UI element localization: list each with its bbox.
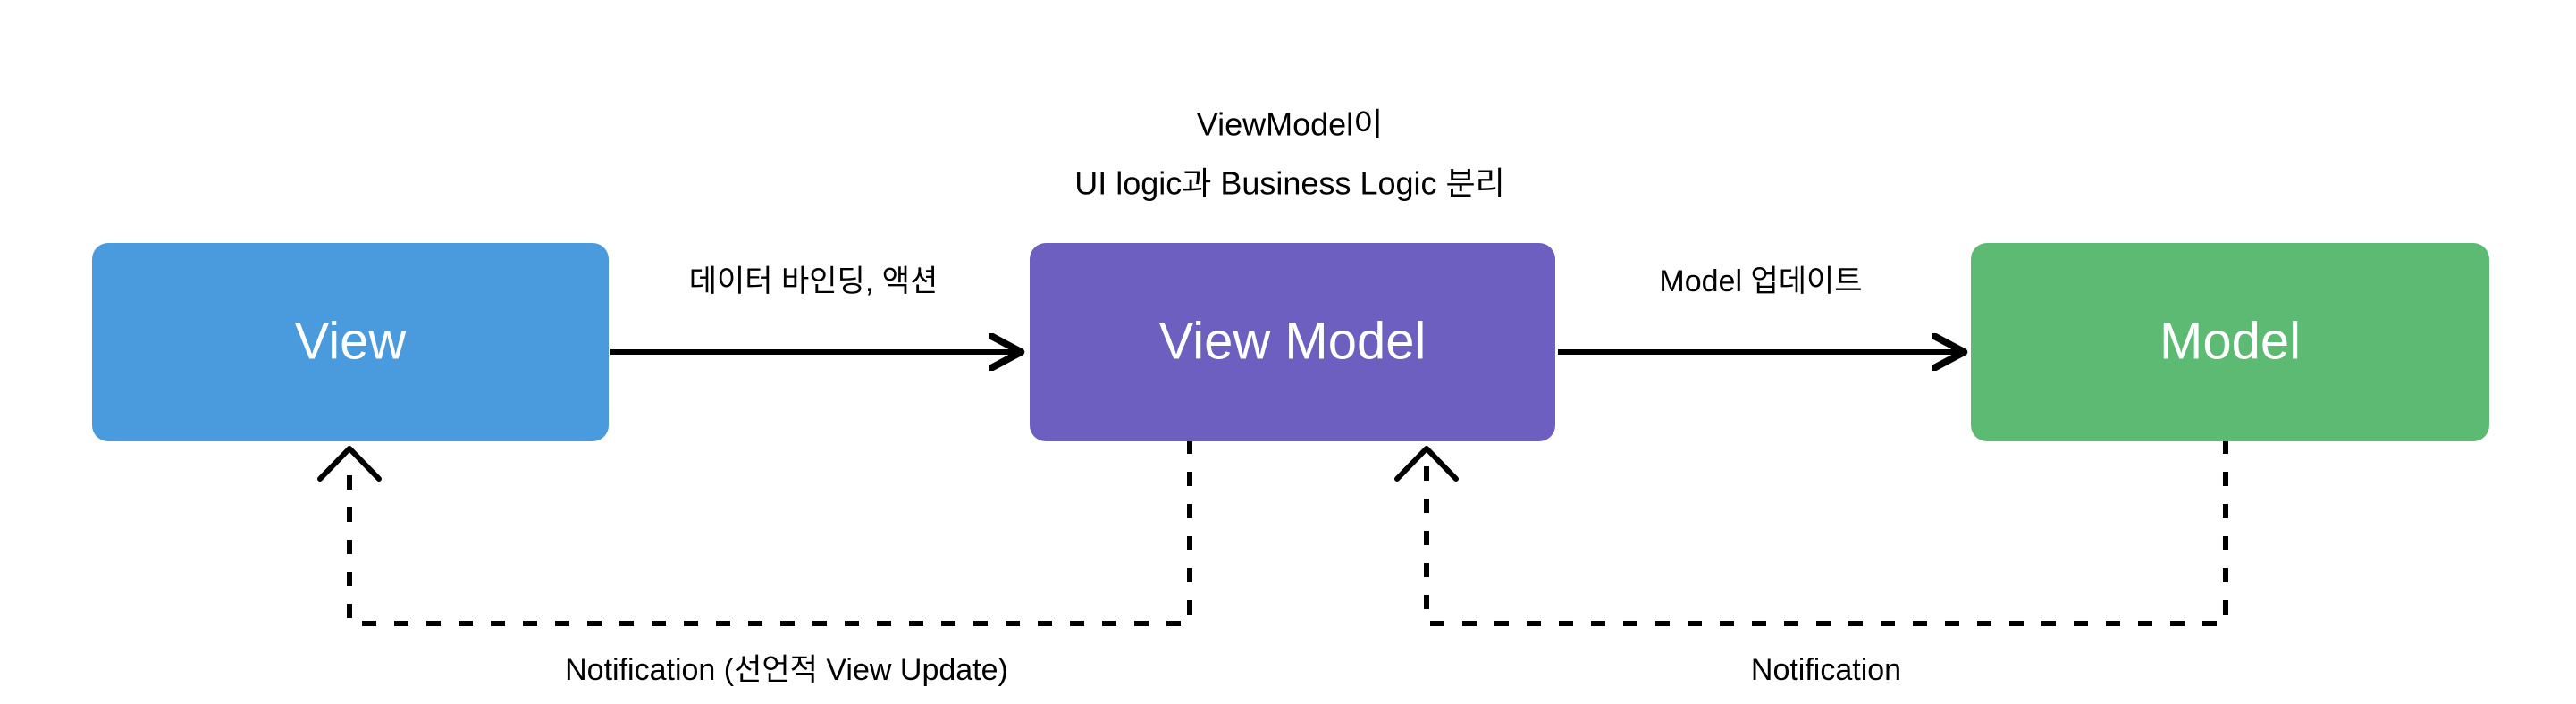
node-viewmodel[interactable]: View Model: [1030, 243, 1555, 441]
node-viewmodel-label: View Model: [1159, 312, 1427, 370]
feedback-arrowhead-viewmodel: [1394, 446, 1459, 482]
flow-arrow-label-databinding: 데이터 바인딩, 액션: [689, 264, 939, 298]
node-view-box[interactable]: [92, 243, 609, 441]
node-model-label: Model: [2159, 312, 2301, 370]
feedback-label-notification-view: Notification (선언적 View Update): [565, 653, 1008, 687]
caption-line-2: UI logic과 Business Logic 분리: [1074, 165, 1505, 202]
feedback-arrowhead-view: [317, 446, 382, 482]
caption-line-1: ViewModel이: [1197, 106, 1384, 143]
feedback-path-viewmodel-to-view: [317, 440, 1192, 626]
node-view-label: View: [295, 312, 408, 370]
node-model[interactable]: Model: [1971, 243, 2489, 441]
node-model-box[interactable]: [1971, 243, 2489, 441]
feedback-path-model-to-viewmodel: [1394, 440, 2228, 626]
feedback-label-notification-viewmodel: Notification: [1751, 653, 1901, 687]
feedback-path-line: [1424, 440, 2228, 626]
node-viewmodel-box[interactable]: [1030, 243, 1555, 441]
flow-arrow-viewmodel-to-model: Model 업데이트: [1558, 264, 1962, 352]
viewmodel-caption: ViewModel이 UI logic과 Business Logic 분리: [1074, 106, 1505, 202]
feedback-path-line: [347, 440, 1192, 626]
flow-arrow-view-to-viewmodel: 데이터 바인딩, 액션: [610, 264, 1019, 352]
flow-arrow-label-model-update: Model 업데이트: [1659, 264, 1862, 298]
node-view[interactable]: View: [92, 243, 609, 441]
